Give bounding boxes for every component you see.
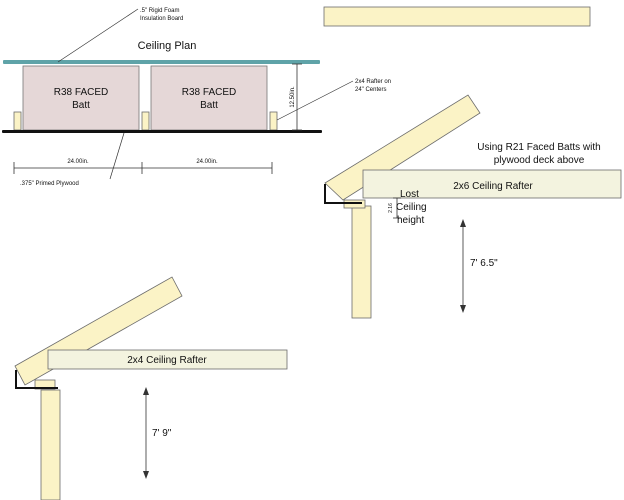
- lower-height-arrow-head-bottom: [143, 471, 149, 479]
- foam-label: .5" Rigid Foam: [140, 8, 179, 14]
- ceiling-plan: Ceiling Plan R38 FACED Batt R38 FACED Ba…: [2, 8, 391, 187]
- rafter-label: 2x4 Rafter on: [355, 79, 391, 85]
- batt-right-label: R38 FACED: [182, 87, 236, 98]
- plywood-label: .375" Primed Plywood: [20, 181, 79, 187]
- loose-board: [323, 6, 591, 27]
- lower-height-arrow-head-top: [143, 387, 149, 395]
- upper-note-2: plywood deck above: [494, 155, 585, 166]
- width-dim-left-label: 24.00in.: [67, 159, 89, 165]
- upper-height-arrow-head-bottom: [460, 305, 466, 313]
- lower-flashing: [15, 370, 58, 389]
- lower-ceiling-rafter: [47, 349, 288, 370]
- lower-height-label: 7' 9": [152, 428, 172, 439]
- upper-flashing: [324, 184, 362, 204]
- foam-label-2: Insulation Board: [140, 16, 183, 22]
- batt-right-label-2: Batt: [200, 100, 218, 111]
- batt-left-label-2: Batt: [72, 100, 90, 111]
- lost-label: Lost: [400, 189, 419, 200]
- rafter-end-3: [269, 111, 278, 131]
- rafter-end-2: [141, 111, 150, 131]
- rafter-label-2: 24" Centers: [355, 87, 386, 93]
- lost-label-3: height: [397, 215, 424, 226]
- foam-leader: [57, 8, 139, 63]
- lost-label-2: Ceiling: [396, 202, 427, 213]
- batt-right: [150, 65, 268, 131]
- rafter-leader: [276, 80, 354, 121]
- batt-left-label: R38 FACED: [54, 87, 108, 98]
- lost-dim-value: 2.16: [388, 203, 394, 213]
- lower-detail: 2x4 Ceiling Rafter 7' 9": [14, 276, 288, 500]
- plywood-leader: [109, 132, 125, 180]
- plywood-sheet: [2, 130, 322, 133]
- rigid-foam-board: [3, 60, 320, 64]
- width-dim-right-label: 24.00in.: [196, 159, 218, 165]
- batt-left: [22, 65, 140, 131]
- upper-stud: [351, 205, 372, 319]
- upper-ceiling-rafter: [362, 169, 622, 199]
- upper-height-arrow-head-top: [460, 219, 466, 227]
- upper-ceiling-rafter-label: 2x6 Ceiling Rafter: [453, 181, 533, 192]
- lower-stud: [40, 389, 61, 500]
- upper-height-label: 7' 6.5": [470, 258, 498, 269]
- height-dim-label: 12.50in.: [290, 86, 296, 108]
- ceiling-plan-title: Ceiling Plan: [138, 40, 197, 52]
- lower-ceiling-rafter-label: 2x4 Ceiling Rafter: [127, 355, 207, 366]
- rafter-end-1: [13, 111, 22, 131]
- upper-note: Using R21 Faced Batts with: [477, 142, 600, 153]
- upper-detail: Using R21 Faced Batts with plywood deck …: [324, 94, 622, 319]
